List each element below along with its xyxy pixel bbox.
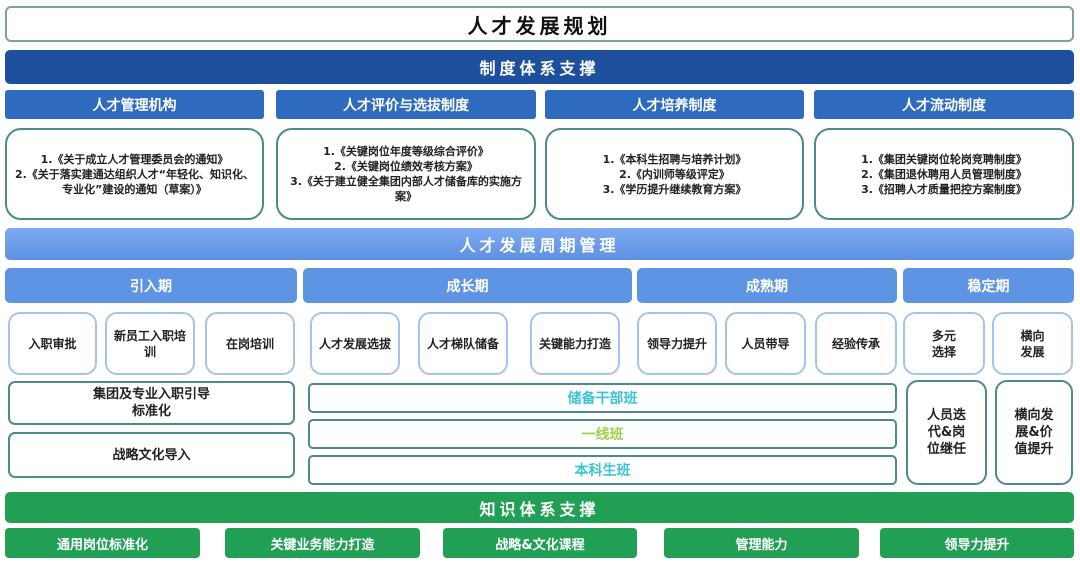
step-box: 横向发展 xyxy=(992,312,1073,375)
class-reserve-cadre: 储备干部班 xyxy=(308,383,897,413)
intro-item: 集团及专业入职引导标准化 xyxy=(8,381,295,425)
class-undergraduate: 本科生班 xyxy=(308,455,897,485)
phase-mature: 成熟期 xyxy=(637,268,897,303)
policy-item: 1.《集团关键岗位轮岗竞聘制度》 xyxy=(861,152,1027,166)
step-box: 人员带导 xyxy=(725,312,806,375)
institution-support-bar: 制度体系支撑 xyxy=(5,50,1074,84)
knowledge-item: 战略&文化课程 xyxy=(443,528,637,558)
knowledge-item: 领导力提升 xyxy=(880,528,1074,558)
step-box: 人才发展选拔 xyxy=(310,312,400,375)
policy-box-org: 1.《关于成立人才管理委员会的通知》 2.《关于落实建通达组织人才“年轻化、知识… xyxy=(5,128,264,220)
header-training-system: 人才培养制度 xyxy=(545,90,804,119)
intro-item: 战略文化导入 xyxy=(8,432,295,478)
knowledge-item: 管理能力 xyxy=(664,528,859,558)
policy-item: 2.《集团退休聘用人员管理制度》 xyxy=(861,167,1027,181)
stable-item: 横向发展&价值提升 xyxy=(995,380,1073,485)
header-talent-management-org: 人才管理机构 xyxy=(5,90,264,119)
policy-item: 1.《本科生招聘与培养计划》 xyxy=(602,152,747,166)
policy-item: 2.《关于落实建通达组织人才“年轻化、知识化、专业化”建设的通知（草案）》 xyxy=(14,167,255,196)
step-box: 在岗培训 xyxy=(205,312,295,375)
policy-item: 3.《招聘人才质量把控方案制度》 xyxy=(861,182,1027,196)
class-label: 本科生班 xyxy=(574,463,631,479)
header-evaluation-selection: 人才评价与选拔制度 xyxy=(276,90,536,119)
policy-item: 2.《关键岗位绩效考核方案》 xyxy=(334,160,478,173)
phase-stable: 稳定期 xyxy=(903,268,1074,303)
policy-item: 1.《关键岗位年度等级综合评价》 xyxy=(323,145,489,158)
policy-box-evaluation: 1.《关键岗位年度等级综合评价》 2.《关键岗位绩效考核方案》 3.《关于建立健… xyxy=(276,128,536,220)
class-label: 储备干部班 xyxy=(567,391,638,407)
step-box: 人才梯队储备 xyxy=(418,312,508,375)
class-frontline: 一线班 xyxy=(308,419,897,449)
phase-intro: 引入期 xyxy=(5,268,297,303)
policy-box-training: 1.《本科生招聘与培养计划》 2.《内训师等级评定》 3.《学历提升继续教育方案… xyxy=(545,128,804,220)
policy-item: 3.《关于建立健全集团内部人才储备库的实施方案》 xyxy=(290,175,522,203)
step-box: 多元选择 xyxy=(903,312,985,375)
policy-item: 1.《关于成立人才管理委员会的通知》 xyxy=(40,152,229,166)
policy-item: 3.《学历提升继续教育方案》 xyxy=(602,182,747,196)
knowledge-item: 通用岗位标准化 xyxy=(5,528,200,558)
step-box: 经验传承 xyxy=(815,312,897,375)
step-box: 新员工入职培训 xyxy=(105,312,195,375)
header-mobility-system: 人才流动制度 xyxy=(814,90,1074,119)
step-box: 入职审批 xyxy=(8,312,97,375)
class-label: 一线班 xyxy=(581,427,624,443)
step-box: 领导力提升 xyxy=(637,312,717,375)
knowledge-item: 关键业务能力打造 xyxy=(225,528,420,558)
stable-item: 人员迭代&岗位继任 xyxy=(906,380,987,485)
policy-box-mobility: 1.《集团关键岗位轮岗竞聘制度》 2.《集团退休聘用人员管理制度》 3.《招聘人… xyxy=(814,128,1074,220)
policy-item: 2.《内训师等级评定》 xyxy=(619,167,730,181)
page-title: 人才发展规划 xyxy=(5,6,1074,42)
step-box: 关键能力打造 xyxy=(530,312,620,375)
phase-growth: 成长期 xyxy=(303,268,632,303)
cycle-management-bar: 人才发展周期管理 xyxy=(5,228,1074,260)
knowledge-support-bar: 知识体系支撑 xyxy=(5,492,1074,523)
